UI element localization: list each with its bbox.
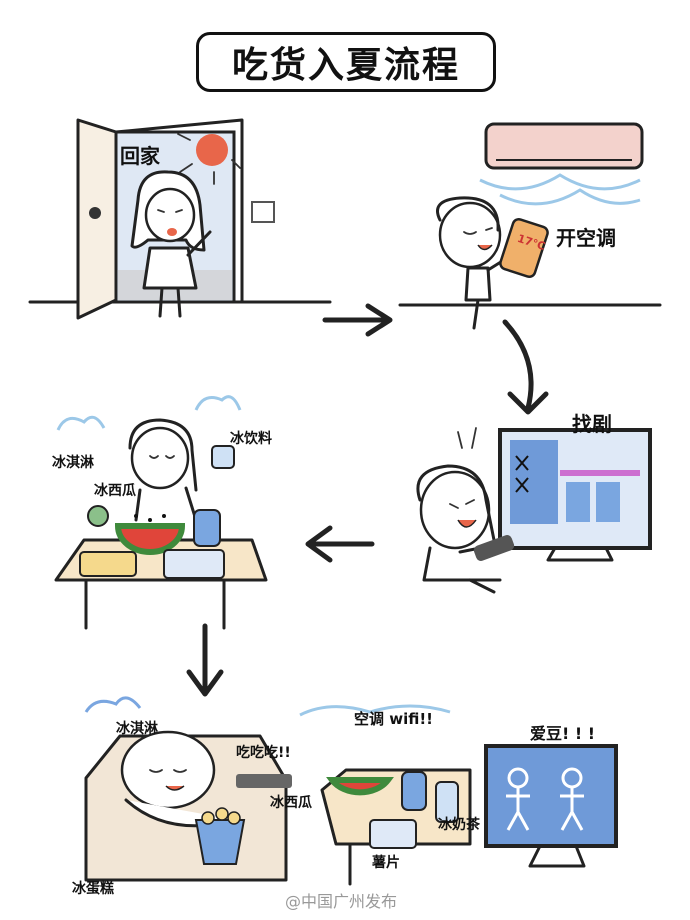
label-milk-tea: 冰奶茶 — [438, 817, 480, 833]
air-conditioner — [484, 122, 644, 170]
girl-drama — [416, 464, 515, 594]
door-knob — [89, 207, 101, 219]
scene-final — [84, 696, 618, 886]
arrow-right-1 — [322, 303, 393, 337]
ice-cream-icon — [87, 505, 109, 527]
label-home: 回家 — [120, 144, 160, 168]
snack-bowl-icon — [194, 819, 246, 865]
watermark: @中国广州发布 — [285, 892, 398, 911]
phone-icon — [236, 774, 292, 788]
label-ac-wifi: 空调 wifi!! — [354, 710, 434, 728]
tv-remote-icon — [473, 535, 515, 561]
label-ice-cake: 冰蛋糕 — [72, 881, 114, 897]
remote-control-icon — [499, 218, 549, 278]
label-chips: 薯片 — [372, 855, 400, 871]
label-cold-drink: 冰饮料 — [230, 431, 272, 447]
label-idol: 爱豆! ! ! — [530, 724, 596, 743]
scene-ac — [398, 122, 662, 330]
scene-home — [28, 118, 332, 320]
sun-icon — [196, 134, 228, 166]
girl-ac — [436, 196, 549, 330]
tv-idol — [484, 744, 618, 848]
page-title: 吃货入夏流程 — [196, 32, 496, 92]
label-ice-cream: 冰淇淋 — [52, 455, 94, 471]
light-switch — [251, 201, 275, 223]
girl-home — [130, 170, 212, 318]
label-final-watermelon: 冰西瓜 — [270, 795, 312, 811]
scene-snacks — [54, 395, 268, 630]
label-watermelon: 冰西瓜 — [94, 483, 136, 499]
watermelon-icon — [114, 523, 186, 555]
arrow-left-1 — [305, 525, 375, 563]
arrow-down-2 — [186, 623, 224, 697]
label-eating: 吃吃吃!! — [236, 745, 291, 761]
scene-drama — [416, 427, 652, 594]
girl-snacks — [128, 418, 198, 522]
label-drama: 找剧 — [572, 412, 612, 436]
arrow-down-1 — [502, 319, 549, 415]
label-final-ice-cream: 冰淇淋 — [116, 721, 158, 737]
label-ac: 开空调 — [556, 226, 616, 250]
drink-glass-icon — [193, 509, 221, 547]
